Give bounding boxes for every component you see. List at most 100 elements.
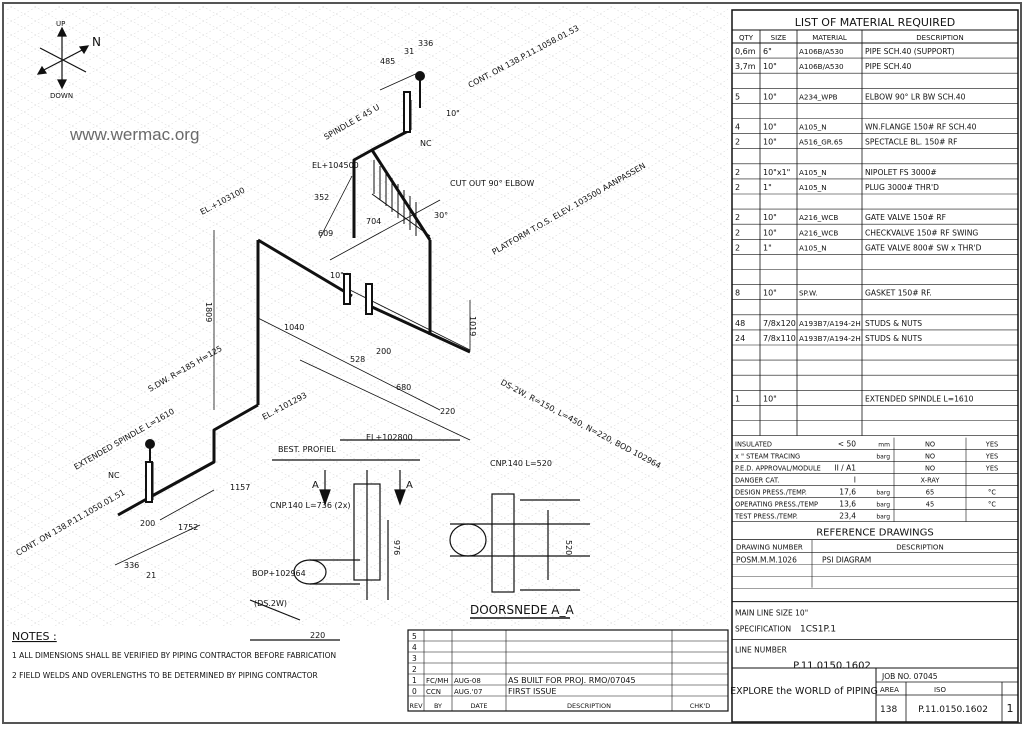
dim-220-bottom: 220	[310, 631, 325, 640]
dim-200-bottom: 200	[140, 519, 155, 528]
bom-qty: 48	[735, 319, 745, 328]
condition-value: I	[854, 476, 856, 485]
bom-material: A193B7/A194-2H	[799, 334, 861, 343]
bom-material: A106B/A530	[799, 62, 844, 71]
bom-header-qty: QTY	[739, 34, 754, 42]
ds-2w-small-label: (DS.2W)	[254, 599, 287, 608]
dim-704: 704	[366, 217, 381, 226]
condition-label: DESIGN PRESS./TEMP.	[735, 489, 807, 497]
revision-row: 5	[412, 632, 417, 641]
condition-label: INSULATED	[735, 441, 772, 449]
revision-description: AS BUILT FOR PROJ. RMO/07045	[508, 676, 636, 685]
bom-qty: 3,7m	[735, 62, 756, 71]
revision-by: FC/MH	[426, 677, 449, 685]
condition-col1: 65	[926, 489, 934, 497]
revision-row: 4	[412, 643, 417, 652]
dim-1040: 1040	[284, 323, 304, 332]
condition-label: TEST PRESS./TEMP.	[734, 513, 798, 521]
bom-material: A106B/A530	[799, 47, 844, 56]
bom-material: A234_WPB	[799, 92, 838, 101]
bom-header-size: SIZE	[771, 34, 787, 42]
explore-logo: EXPLORE the WORLD of PIPING	[730, 686, 878, 697]
right-panel-frame	[731, 9, 1019, 723]
bom-description: CHECKVALVE 150# RF SWING	[865, 228, 978, 237]
revision-frame	[407, 629, 729, 712]
bom-qty: 8	[735, 289, 740, 298]
bom-title: LIST OF MATERIAL REQUIRED	[795, 16, 956, 29]
dim-220-top: 220	[440, 407, 455, 416]
condition-col2: °C	[988, 501, 996, 509]
best-profiel-label: BEST. PROFIEL	[278, 445, 336, 454]
revision-number: 1	[412, 676, 417, 685]
condition-col2: °C	[988, 489, 996, 497]
notes-title: NOTES :	[12, 630, 57, 643]
bom-size: 1"	[763, 183, 772, 192]
bom-material: A516_GR.65	[799, 138, 843, 147]
note-1: 1 ALL DIMENSIONS SHALL BE VERIFIED BY PI…	[12, 651, 336, 660]
riser-hatch	[371, 149, 431, 241]
bom-header-material: MATERIAL	[812, 34, 847, 42]
dim-352: 352	[314, 193, 329, 202]
compass	[36, 26, 90, 90]
condition-col2: YES	[985, 465, 998, 473]
reference-drawing-number: POSM.M.M.1026	[736, 556, 797, 565]
section-title: DOORSNEDE A_A	[470, 603, 574, 617]
bom-material: SP.W.	[799, 289, 818, 298]
compass-north-label: N	[92, 35, 101, 49]
revision-header-by: BY	[434, 702, 442, 710]
bom-description: PLUG 3000# THR'D	[865, 183, 939, 192]
revision-number: 4	[412, 643, 417, 652]
bom-description: PIPE SCH.40	[865, 62, 912, 71]
condition-unit: barg	[876, 454, 890, 461]
bom-description: GATE VALVE 150# RF	[865, 213, 946, 222]
bom-description: EXTENDED SPINDLE L=1610	[865, 394, 974, 403]
condition-label: DANGER CAT.	[735, 477, 779, 485]
bom-material: A193B7/A194-2H	[799, 319, 861, 328]
bom-size: 1"	[763, 243, 772, 252]
revision-header-date: DATE	[471, 702, 488, 710]
dim-336-top: 336	[418, 39, 433, 48]
bom-size: 10"x1"	[763, 168, 790, 177]
revision-header-rev: REV	[409, 702, 423, 710]
dim-336-bottom: 336	[124, 561, 139, 570]
dim-21: 21	[146, 571, 156, 580]
dim-520: 520	[564, 540, 573, 555]
sheet-number: 1	[1007, 702, 1014, 715]
size-10-mid: 10"	[330, 271, 344, 280]
dim-31: 31	[404, 47, 414, 56]
bom-material: A216_WCB	[799, 228, 838, 237]
iso-label: ISO	[934, 686, 947, 694]
condition-label: OPERATING PRESS./TEMP	[735, 501, 818, 509]
revision-number: 0	[412, 687, 417, 696]
elbow-30-label: 30°	[434, 211, 448, 220]
line-number-value: P.11.0150.1602	[793, 661, 871, 672]
specification-value: 1CS1P.1	[800, 625, 836, 635]
bom-material: A216_WCB	[799, 213, 838, 222]
dim-976: 976	[392, 540, 401, 555]
bom-size: 7/8x120	[763, 319, 796, 328]
reference-drawing-description: PSI DIAGRAM	[822, 556, 871, 565]
reference-col-description: DESCRIPTION	[896, 544, 943, 552]
dim-485: 485	[380, 57, 395, 66]
nc-bottom-label: NC	[108, 471, 120, 480]
bom-qty: 24	[735, 334, 745, 343]
condition-col1: 45	[926, 501, 934, 509]
bom-size: 10"	[763, 92, 777, 101]
section-detail	[249, 439, 590, 641]
revision-row: 3	[412, 654, 417, 663]
condition-value: < 50	[838, 440, 856, 449]
revision-header-chkd: CHK'D	[690, 702, 710, 710]
